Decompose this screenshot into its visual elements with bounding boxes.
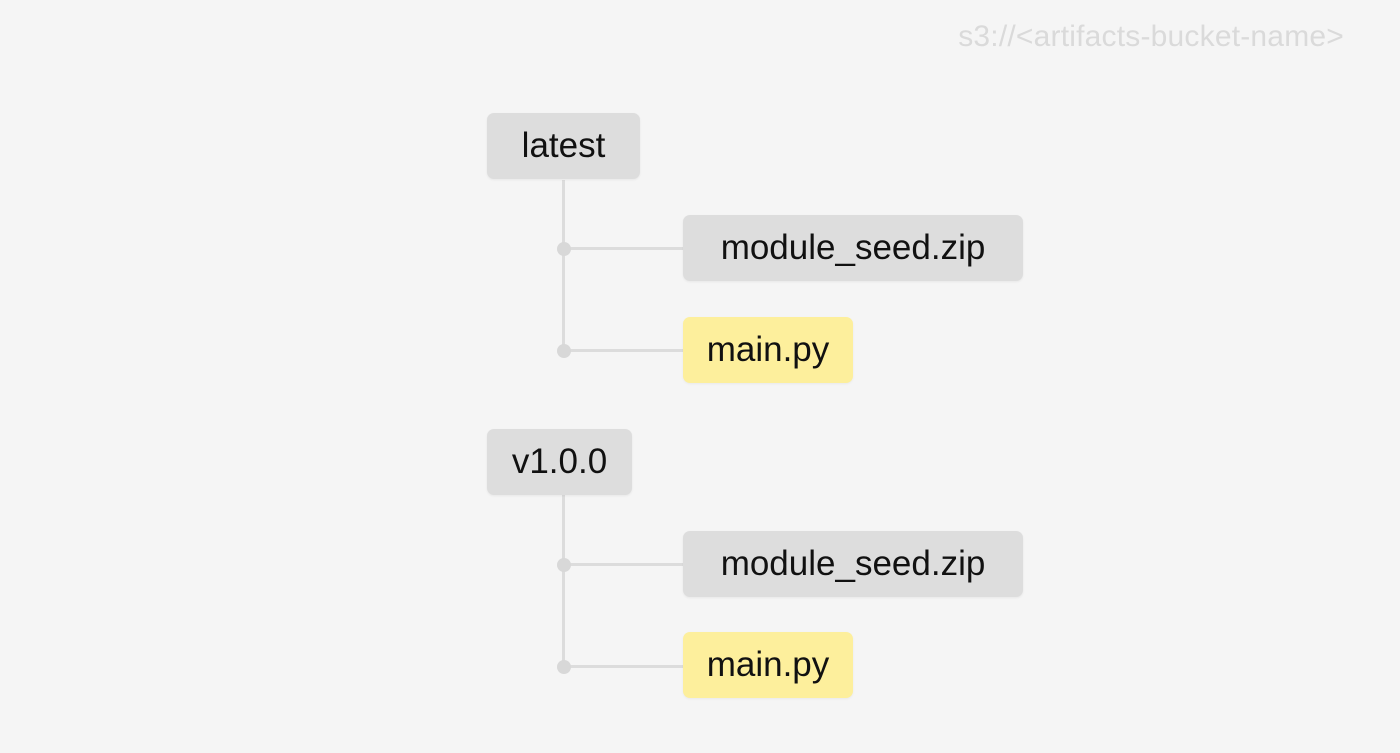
file-module-seed-zip[interactable]: module_seed.zip — [683, 215, 1023, 281]
tree-node-dot — [557, 344, 571, 358]
tree-connector-horizontal — [563, 349, 684, 352]
bucket-path-label: s3://<artifacts-bucket-name> — [958, 20, 1344, 53]
tree-connector-horizontal — [563, 563, 684, 566]
tree-node-dot — [557, 558, 571, 572]
folder-v1-0-0[interactable]: v1.0.0 — [487, 429, 632, 495]
tree-node-dot — [557, 242, 571, 256]
tree-connector-horizontal — [563, 247, 684, 250]
tree-connector-vertical — [562, 495, 565, 667]
file-main-py[interactable]: main.py — [683, 317, 853, 383]
file-main-py[interactable]: main.py — [683, 632, 853, 698]
tree-connector-vertical — [562, 180, 565, 351]
folder-latest[interactable]: latest — [487, 113, 640, 179]
tree-connector-horizontal — [563, 665, 684, 668]
file-module-seed-zip[interactable]: module_seed.zip — [683, 531, 1023, 597]
tree-node-dot — [557, 660, 571, 674]
